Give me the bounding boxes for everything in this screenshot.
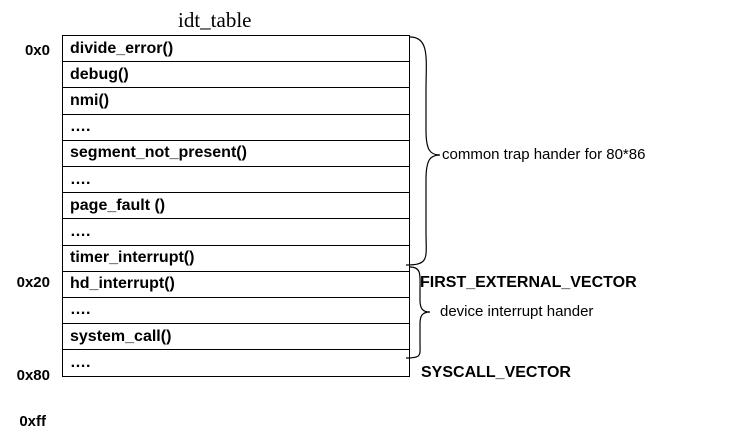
address-0x0: 0x0 xyxy=(24,42,50,59)
address-0x80: 0x80 xyxy=(16,367,50,384)
device-interrupt-annotation: device interrupt hander xyxy=(440,303,594,320)
row-label: divide_error() xyxy=(70,39,174,57)
first-external-vector-label: FIRST_EXTERNAL_VECTOR xyxy=(420,274,637,291)
row-label: …. xyxy=(70,301,91,319)
row-label: hd_interrupt() xyxy=(70,275,175,293)
idt-table: divide_error() debug() nmi() …. segment_… xyxy=(62,35,410,378)
table-row: …. xyxy=(63,350,409,376)
common-trap-brace xyxy=(405,36,441,266)
row-label: …. xyxy=(70,118,91,136)
table-row: …. xyxy=(63,115,409,141)
table-row: nmi() xyxy=(63,88,409,115)
table-title: idt_table xyxy=(178,8,252,32)
common-trap-annotation: common trap hander for 80*86 xyxy=(442,146,646,163)
address-0xff: 0xff xyxy=(19,413,46,430)
row-label: segment_not_present() xyxy=(70,144,247,162)
table-row: page_fault () xyxy=(63,193,409,220)
row-label: system_call() xyxy=(70,327,172,345)
table-row: timer_interrupt() xyxy=(63,246,409,272)
table-row: hd_interrupt() xyxy=(63,272,409,298)
table-row: …. xyxy=(63,167,409,194)
row-label: nmi() xyxy=(70,91,110,109)
table-row: …. xyxy=(63,298,409,325)
row-label: debug() xyxy=(70,65,129,83)
row-label: …. xyxy=(70,354,91,372)
row-label: …. xyxy=(70,170,91,188)
table-row: system_call() xyxy=(63,324,409,351)
table-row: …. xyxy=(63,219,409,246)
table-row: segment_not_present() xyxy=(63,141,409,167)
row-label: page_fault () xyxy=(70,196,166,214)
syscall-vector-label: SYSCALL_VECTOR xyxy=(421,364,571,381)
table-row: divide_error() xyxy=(63,36,409,63)
row-label: …. xyxy=(70,222,91,240)
table-row: debug() xyxy=(63,62,409,89)
address-0x20: 0x20 xyxy=(16,274,50,291)
row-label: timer_interrupt() xyxy=(70,249,195,267)
